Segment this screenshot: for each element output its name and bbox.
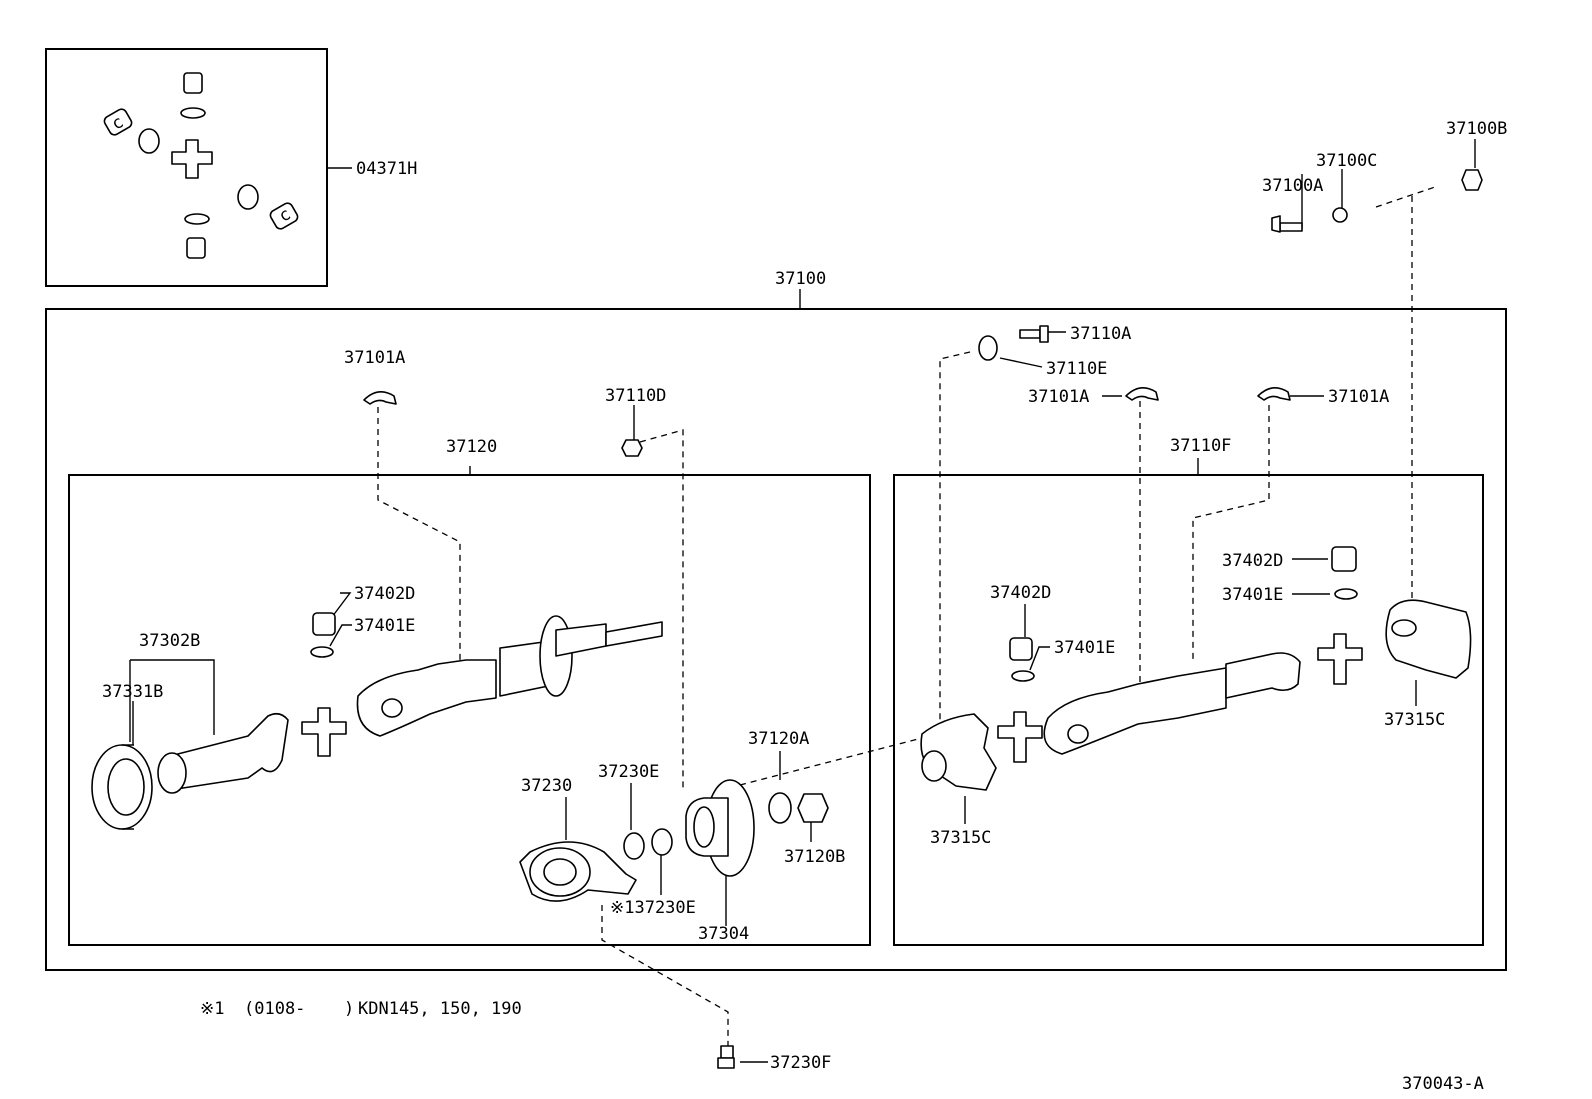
flange-yoke-37315c-left-icon xyxy=(920,713,997,791)
bearing-cup-37402d-right-icon xyxy=(1331,546,1357,572)
assembly-frame xyxy=(45,308,1507,971)
nut-37120b-icon xyxy=(797,793,829,823)
flange-yoke-37315c-right-icon xyxy=(1385,599,1472,679)
snap-ring-37401e-right-icon xyxy=(1334,588,1358,600)
label-37110a: 37110A xyxy=(1070,324,1131,344)
rear-shaft-frame xyxy=(893,474,1484,946)
label-37110d: 37110D xyxy=(605,386,666,406)
clamp-37101a-left-icon xyxy=(363,391,397,405)
label-37315c-left: 37315C xyxy=(930,828,991,848)
footnote-date-open: (0108- xyxy=(244,999,305,1019)
label-37304: 37304 xyxy=(698,924,749,944)
label-37230: 37230 xyxy=(521,776,572,796)
label-37101a-left: 37101A xyxy=(344,348,405,368)
clamp-37101a-right-icon xyxy=(1257,387,1291,401)
washer-37230e-note-icon xyxy=(651,828,673,856)
label-37110f: 37110F xyxy=(1170,436,1231,456)
footnote-models: KDN145, 150, 190 xyxy=(358,999,522,1019)
bolt-37230f-icon xyxy=(717,1045,735,1069)
label-37401e-right: 37401E xyxy=(1222,585,1283,605)
label-37402d-mid: 37402D xyxy=(990,583,1051,603)
label-37101a-mid: 37101A xyxy=(1028,387,1089,407)
dust-seal-37331b-icon xyxy=(91,744,153,830)
label-37120a: 37120A xyxy=(748,729,809,749)
washer-37110e-icon xyxy=(978,335,998,361)
bolt-37100a-icon xyxy=(1271,215,1303,233)
label-37100: 37100 xyxy=(775,269,826,289)
label-04371h: 04371H xyxy=(356,159,417,179)
washer-37120a-icon xyxy=(768,792,792,824)
flange-37304-icon xyxy=(685,779,755,877)
label-37230e-note: ※137230E xyxy=(610,898,696,918)
spider-rear-left-icon xyxy=(997,711,1043,763)
label-37100c: 37100C xyxy=(1316,151,1377,171)
label-37110e: 37110E xyxy=(1046,359,1107,379)
assembly-dashed-lines xyxy=(377,185,1439,1048)
label-37120: 37120 xyxy=(446,437,497,457)
bolt-37110a-icon xyxy=(1019,325,1049,343)
bearing-cup-37402d-mid-icon xyxy=(1009,637,1033,661)
part-labels: 04371H 37100 37100A 37100C 37100B 37101A… xyxy=(102,119,1507,1073)
sleeve-yoke-37302b-icon xyxy=(157,712,289,794)
label-37120b: 37120B xyxy=(784,847,845,867)
front-tube-yoke-icon xyxy=(356,639,559,737)
spider-rear-right-icon xyxy=(1317,633,1363,685)
rear-tube-yoke-icon xyxy=(1043,652,1301,755)
label-37230e: 37230E xyxy=(598,762,659,782)
front-shaft-frame xyxy=(68,474,871,946)
label-37100a: 37100A xyxy=(1262,176,1323,196)
bearing-cup-37402d-left-icon xyxy=(312,612,336,636)
nut-37110d-icon xyxy=(621,439,643,457)
footnote-date-close: ) xyxy=(344,999,354,1019)
spider-left-icon xyxy=(301,707,347,757)
washer-37230e-icon xyxy=(623,832,645,860)
diagram-ref-code: 370043-A xyxy=(1402,1074,1484,1094)
universal-joint-kit-icon: c c xyxy=(103,72,299,259)
intermediate-flange-shaft-icon xyxy=(539,615,663,697)
label-37101a-right: 37101A xyxy=(1328,387,1389,407)
footnote-mark: ※1 xyxy=(200,999,224,1019)
nut-37100b-icon xyxy=(1461,169,1483,191)
label-37302b: 37302B xyxy=(139,631,200,651)
footnote: ※1 (0108- ) KDN145, 150, 190 xyxy=(200,999,522,1019)
snap-ring-37401e-left-icon xyxy=(310,646,334,658)
label-37331b: 37331B xyxy=(102,682,163,702)
label-37402d-right: 37402D xyxy=(1222,551,1283,571)
label-37402d-left: 37402D xyxy=(354,584,415,604)
label-37315c-right: 37315C xyxy=(1384,710,1445,730)
label-37401e-left: 37401E xyxy=(354,616,415,636)
clamp-37101a-mid-icon xyxy=(1125,387,1159,401)
center-bearing-37230-icon xyxy=(519,841,637,902)
label-37230f: 37230F xyxy=(770,1053,831,1073)
washer-37100c-icon xyxy=(1332,207,1348,223)
snap-ring-37401e-mid-icon xyxy=(1011,670,1035,682)
label-37100b: 37100B xyxy=(1446,119,1507,139)
label-37401e-mid: 37401E xyxy=(1054,638,1115,658)
